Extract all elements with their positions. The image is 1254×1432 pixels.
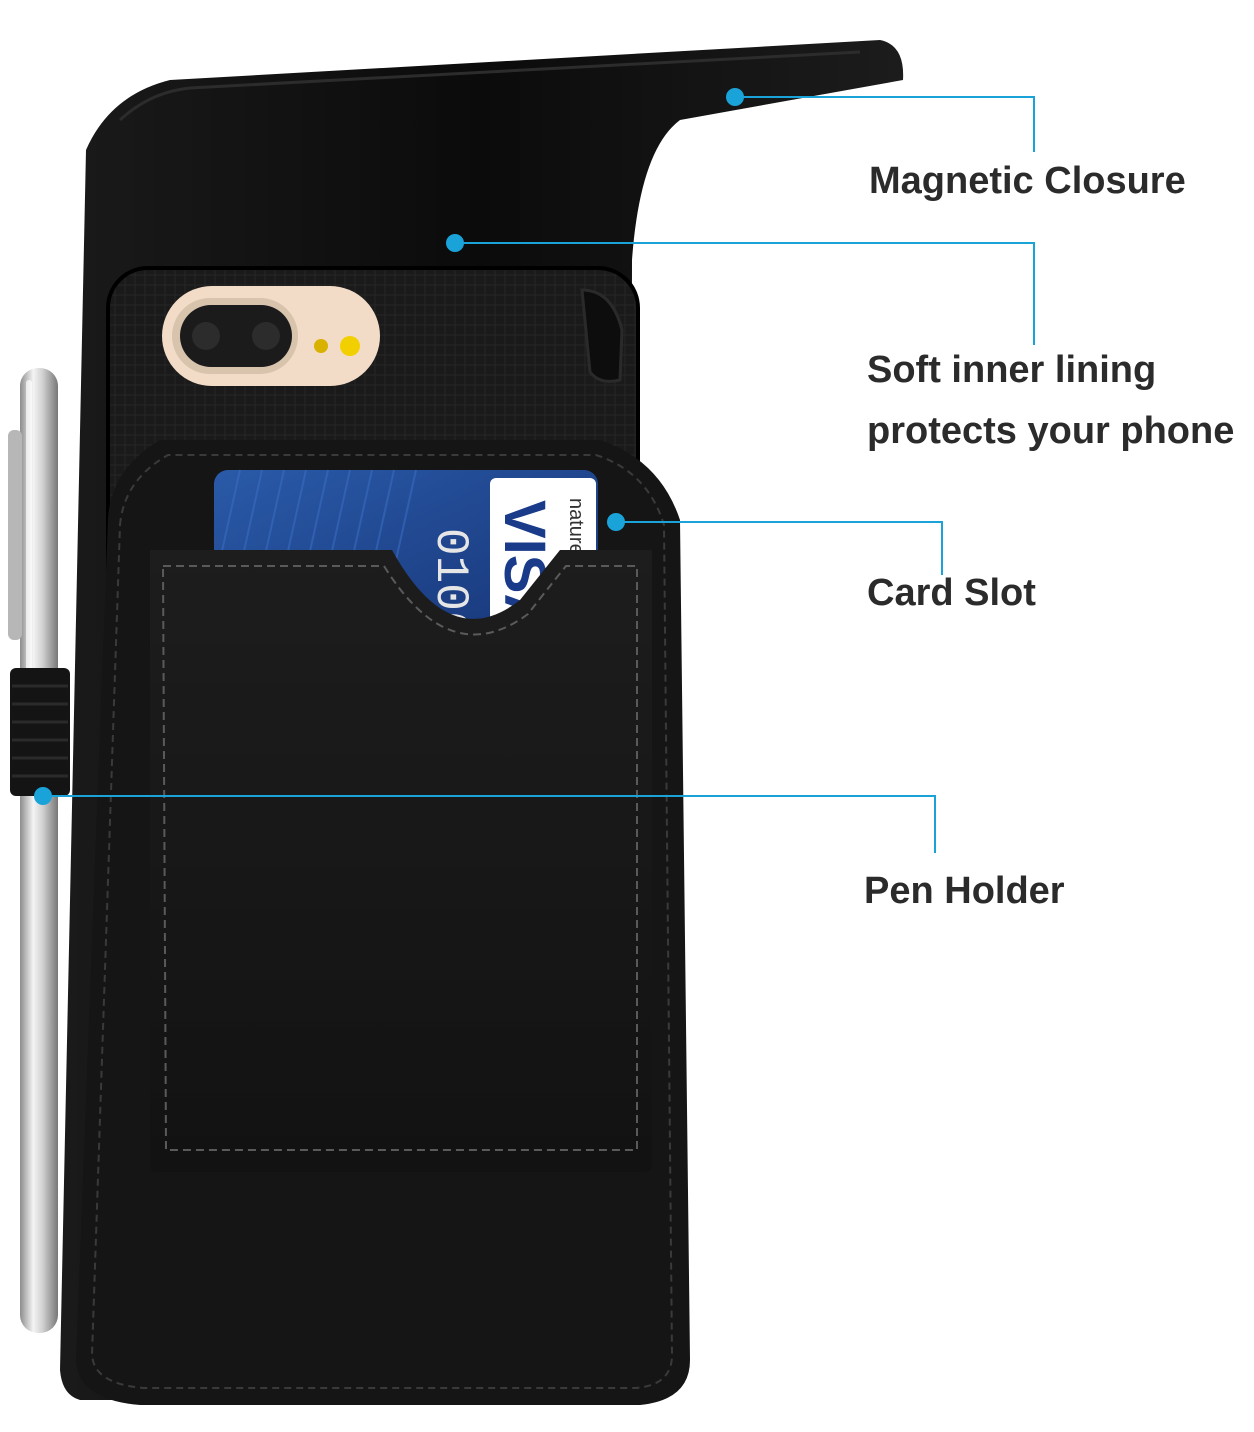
callout-soft-lining-line bbox=[446, 234, 1035, 345]
callout-dot bbox=[446, 234, 464, 252]
callout-label-magnetic-closure: Magnetic Closure bbox=[869, 151, 1186, 212]
dual-camera-lens bbox=[180, 305, 292, 367]
pen bbox=[8, 368, 58, 1333]
callout-label-line: Soft inner lining bbox=[867, 349, 1157, 391]
callout-magnetic-closure-line bbox=[726, 88, 1035, 152]
flash-icon bbox=[314, 339, 328, 353]
callout-pen-holder-line bbox=[34, 787, 936, 853]
callout-label-card-slot: Card Slot bbox=[867, 563, 1036, 624]
callout-label-pen-holder: Pen Holder bbox=[864, 861, 1065, 922]
callout-dot bbox=[607, 513, 625, 531]
pen-elastic-strap bbox=[10, 668, 70, 796]
callout-label-line: Card Slot bbox=[867, 572, 1036, 614]
callout-label-line: Pen Holder bbox=[864, 870, 1065, 912]
callout-label-soft-inner-lining: Soft inner lining protects your phone bbox=[867, 340, 1234, 462]
card-brand-subtext: nature bbox=[565, 498, 587, 555]
callout-dot bbox=[726, 88, 744, 106]
callout-label-line: Magnetic Closure bbox=[869, 160, 1186, 202]
card-pocket bbox=[150, 550, 652, 1172]
callout-card-slot-line bbox=[607, 513, 943, 575]
callout-dot bbox=[34, 787, 52, 805]
callout-label-line: protects your phone bbox=[867, 410, 1235, 452]
pen-clip bbox=[8, 430, 22, 640]
